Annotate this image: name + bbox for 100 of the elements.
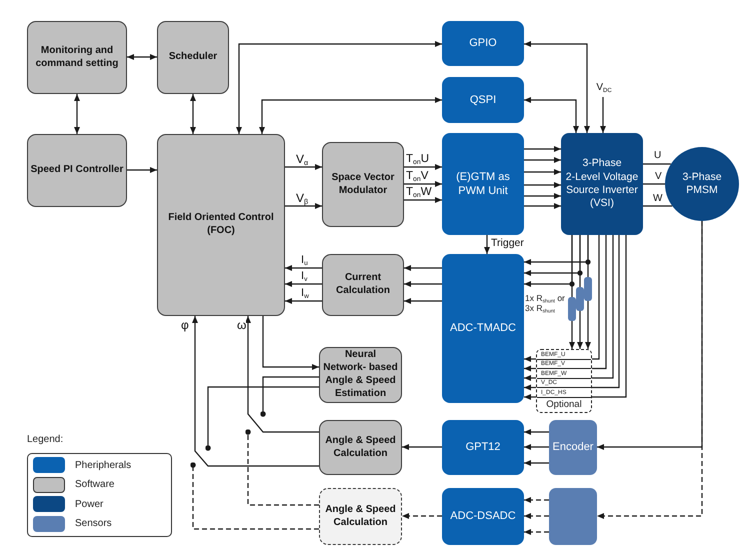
dashed-arrow bbox=[524, 497, 549, 503]
arrow bbox=[524, 146, 561, 152]
arrow bbox=[524, 169, 561, 175]
arrow bbox=[404, 164, 442, 170]
arrow bbox=[524, 375, 536, 381]
process-box: Neural Network- based Angle & Speed Estimation bbox=[319, 347, 402, 403]
process-box: Angle & Speed Calculation bbox=[319, 420, 402, 475]
edge-label: W bbox=[653, 194, 662, 204]
connector-line bbox=[592, 235, 627, 398]
arrow bbox=[577, 235, 583, 349]
sensor-box: Encoder bbox=[549, 420, 597, 475]
arrow bbox=[285, 203, 322, 209]
arrow bbox=[404, 281, 442, 287]
connector-line bbox=[592, 235, 607, 370]
connector-line bbox=[592, 235, 620, 388]
edge-label: V$_{β}$ bbox=[296, 192, 308, 204]
edge-label: V$_{α}$ bbox=[296, 153, 308, 165]
arrow bbox=[285, 164, 322, 170]
peripheral-box: GPIO bbox=[442, 21, 524, 66]
arrow bbox=[404, 298, 442, 304]
dashed-arrow bbox=[597, 221, 703, 519]
double-arrow bbox=[259, 97, 442, 134]
arrow bbox=[404, 197, 442, 203]
arrow bbox=[600, 97, 606, 133]
arrow bbox=[524, 182, 561, 188]
connector-line bbox=[592, 235, 600, 360]
double-arrow bbox=[524, 97, 579, 133]
legend-text: Pheripherals bbox=[75, 460, 132, 470]
edge-label: I$_{u}$ bbox=[301, 255, 308, 266]
dashed-arrow bbox=[402, 513, 442, 519]
peripheral-box: (E)GTM as PWM Unit bbox=[442, 133, 524, 235]
arrow bbox=[585, 235, 591, 349]
dashed-contact-line bbox=[190, 462, 319, 530]
arrow bbox=[285, 298, 322, 304]
process-box: Speed PI Controller bbox=[27, 134, 127, 207]
arrow bbox=[524, 193, 561, 199]
contact-line bbox=[205, 386, 319, 451]
arrow bbox=[404, 181, 442, 187]
arrow bbox=[245, 316, 319, 433]
arrow bbox=[285, 265, 322, 271]
edge-label: U bbox=[654, 151, 662, 161]
double-arrow bbox=[190, 94, 196, 134]
edge-label: Trigger bbox=[491, 238, 524, 248]
edge-label: T$_{on}$W bbox=[406, 187, 432, 198]
arrow bbox=[524, 356, 536, 362]
process-box: Scheduler bbox=[157, 21, 229, 94]
legend-text: Sensors bbox=[75, 518, 112, 529]
signal-label: V$_{DC}$ bbox=[590, 80, 618, 97]
peripheral-box: ADC-TMADC bbox=[442, 254, 524, 403]
arrow bbox=[285, 281, 322, 287]
connector-line bbox=[643, 163, 671, 165]
edge-label: V bbox=[655, 172, 662, 182]
arrow bbox=[484, 235, 490, 254]
double-arrow bbox=[127, 54, 157, 60]
arrow bbox=[402, 444, 442, 450]
arrow bbox=[569, 235, 575, 349]
connector-line bbox=[592, 235, 614, 379]
arrow bbox=[524, 203, 561, 209]
connector-line bbox=[643, 183, 665, 185]
dashed-group-box bbox=[536, 349, 592, 413]
dashed-arrow bbox=[524, 513, 549, 519]
double-arrow bbox=[74, 94, 80, 134]
group-label: Optional bbox=[545, 400, 583, 410]
process-box: Current Calculation bbox=[322, 254, 404, 316]
arrow bbox=[524, 366, 536, 372]
motor-circle: 3-Phase PMSM bbox=[665, 147, 739, 221]
process-box: Space Vector Modulator bbox=[322, 142, 404, 227]
connector-line bbox=[643, 205, 672, 207]
arrow bbox=[524, 429, 549, 435]
process-box: Field Oriented Control (FOC) bbox=[157, 134, 285, 316]
dashed-process-box: Angle & Speed Calculation bbox=[319, 488, 402, 545]
peripheral-box: GPT12 bbox=[442, 420, 524, 475]
arrow bbox=[524, 394, 536, 400]
peripheral-box: QSPI bbox=[442, 77, 524, 123]
process-box: Monitoring and command setting bbox=[27, 21, 127, 94]
arrow bbox=[524, 444, 549, 450]
shunt-label: 1x R$_{shunt}$ or 3x R$_{shunt}$ bbox=[525, 294, 566, 314]
dashed-arrow bbox=[524, 529, 549, 535]
edge-label: I$_{w}$ bbox=[301, 288, 309, 299]
arrow bbox=[127, 167, 157, 173]
arrow bbox=[524, 460, 549, 466]
peripheral-box: ADC-DSADC bbox=[442, 488, 524, 545]
legend-title: Legend: bbox=[27, 434, 64, 446]
arrow bbox=[524, 157, 561, 163]
legend-text: Software bbox=[75, 479, 114, 490]
arrow bbox=[404, 265, 442, 271]
edge-label: T$_{on}$U bbox=[406, 154, 430, 166]
sensor-box bbox=[549, 488, 597, 545]
double-arrow bbox=[236, 41, 442, 134]
edge-label: T$_{on}$V bbox=[406, 171, 428, 182]
legend-text: Power bbox=[75, 498, 104, 510]
double-arrow bbox=[524, 41, 590, 133]
edge-label: ω bbox=[237, 319, 246, 331]
edge-label: I$_{v}$ bbox=[301, 271, 308, 282]
inverter-box: 3-Phase 2-Level Voltage Source Inverter (VSI) bbox=[561, 133, 643, 235]
arrow bbox=[192, 316, 319, 467]
contact-line bbox=[260, 376, 319, 417]
arrow bbox=[262, 316, 319, 370]
dashed-contact-line bbox=[245, 429, 319, 506]
arrow bbox=[524, 384, 536, 390]
